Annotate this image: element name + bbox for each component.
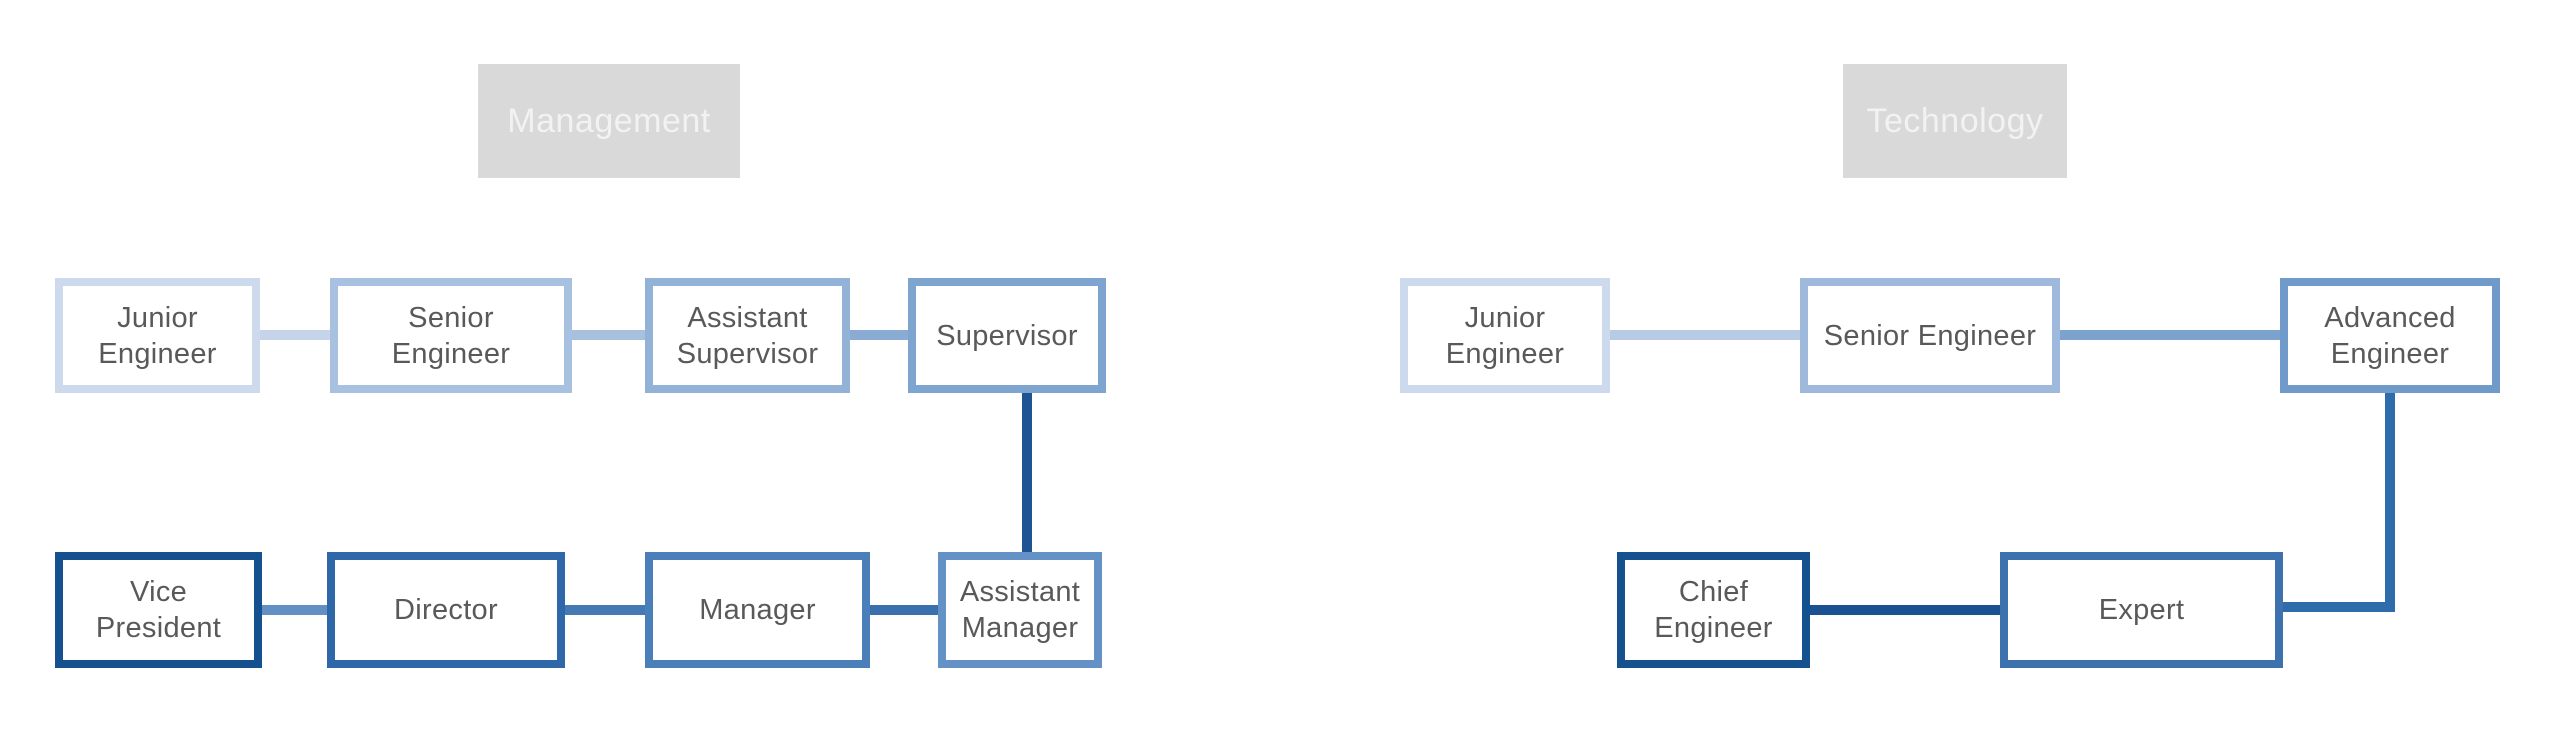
technology-header: Technology [1843,64,2067,178]
management-header-label: Management [507,101,711,140]
node-label: Assistant Supervisor [676,301,819,370]
node-chief-engineer: Chief Engineer [1617,552,1810,668]
node-label: Junior Engineer [98,301,217,370]
technology-header-label: Technology [1866,101,2044,140]
node-senior-engineer-management: Senior Engineer [330,278,572,393]
connector-senior-assistant-supervisor [572,330,645,340]
node-label: Senior Engineer [391,301,511,370]
node-assistant-supervisor: Assistant Supervisor [645,278,850,393]
node-label: Vice President [95,576,222,644]
connector-chief-expert [1810,605,2000,615]
connector-advanced-expert-vertical [2385,393,2395,612]
node-junior-engineer-technology: Junior Engineer [1400,278,1610,393]
connector-director-manager [565,605,645,615]
node-assistant-manager: Assistant Manager [938,552,1102,668]
node-label: Expert [2098,594,2185,626]
node-senior-engineer-technology: Senior Engineer [1800,278,2060,393]
connector-assistant-supervisor-supervisor [850,330,908,340]
node-label: Director [394,594,498,626]
node-label: Supervisor [936,319,1078,352]
connector-vice-president-director [262,605,327,615]
connector-junior-senior-technology [1610,330,1800,340]
connector-advanced-expert-horizontal [2283,602,2395,612]
node-label: Assistant Manager [959,576,1081,644]
connector-supervisor-assistant-manager [1022,393,1032,552]
node-vice-president: Vice President [55,552,262,668]
connector-junior-senior-management [260,330,330,340]
node-label: Junior Engineer [1445,301,1565,370]
node-junior-engineer-management: Junior Engineer [55,278,260,393]
management-header: Management [478,64,740,178]
node-supervisor: Supervisor [908,278,1106,393]
connector-manager-assistant-manager [870,605,938,615]
node-label: Chief Engineer [1654,576,1773,644]
node-director: Director [327,552,565,668]
node-label: Manager [699,594,816,626]
node-manager: Manager [645,552,870,668]
node-label: Advanced Engineer [2324,301,2456,370]
node-label: Senior Engineer [1823,319,2037,352]
node-advanced-engineer: Advanced Engineer [2280,278,2500,393]
node-expert: Expert [2000,552,2283,668]
connector-senior-advanced [2060,330,2280,340]
